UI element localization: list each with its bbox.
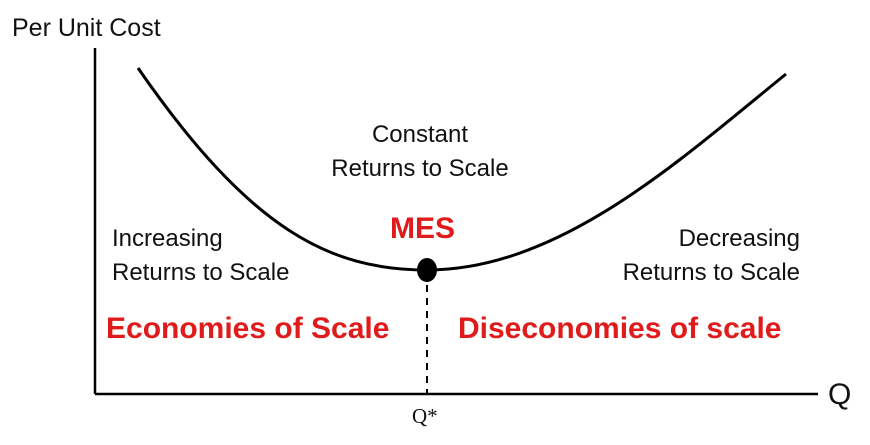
increasing-line2: Returns to Scale bbox=[112, 259, 290, 286]
constant-line1: Constant bbox=[371, 121, 469, 148]
diseconomies-of-scale-label: Diseconomies of scale bbox=[458, 312, 782, 345]
mes-point bbox=[417, 258, 437, 282]
constant-line2: Returns to Scale bbox=[331, 155, 509, 182]
decreasing-returns-text: Decreasing Returns to Scale bbox=[560, 222, 800, 290]
y-axis-label: Per Unit Cost bbox=[12, 14, 161, 42]
q-star-label: Q* bbox=[412, 404, 438, 428]
increasing-returns-text: Increasing Returns to Scale bbox=[112, 222, 289, 290]
increasing-line1: Increasing bbox=[112, 225, 223, 252]
decreasing-line1: Decreasing bbox=[678, 225, 800, 252]
constant-returns-text: Constant Returns to Scale bbox=[300, 118, 540, 186]
x-axis-label: Q bbox=[828, 378, 852, 411]
decreasing-line2: Returns to Scale bbox=[622, 259, 800, 286]
economies-of-scale-label: Economies of Scale bbox=[106, 312, 390, 345]
mes-label: MES bbox=[390, 212, 456, 245]
